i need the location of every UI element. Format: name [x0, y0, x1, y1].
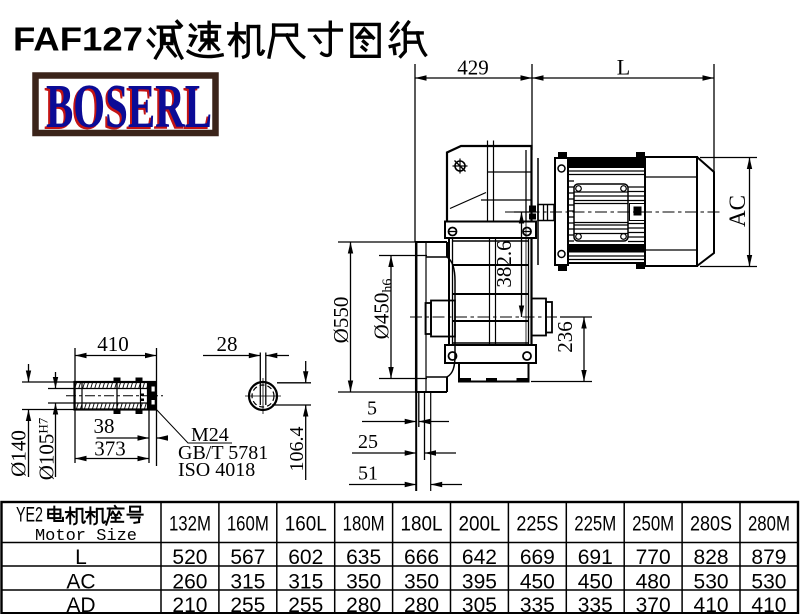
svg-text:350: 350: [404, 571, 439, 594]
svg-text:879: 879: [751, 546, 786, 569]
svg-text:520: 520: [172, 546, 207, 569]
svg-text:106.4: 106.4: [286, 427, 308, 472]
svg-text:BOSERL: BOSERL: [46, 73, 212, 141]
svg-text:410: 410: [751, 594, 786, 614]
svg-text:305: 305: [462, 594, 497, 614]
svg-text:51: 51: [358, 463, 378, 485]
svg-text:YE2: YE2: [16, 504, 43, 527]
svg-text:395: 395: [462, 571, 497, 594]
svg-text:M24: M24: [191, 424, 229, 446]
svg-text:160M: 160M: [227, 513, 269, 536]
svg-text:280: 280: [404, 594, 439, 614]
svg-text:5: 5: [367, 398, 377, 420]
svg-text:Ø140: Ø140: [7, 430, 31, 477]
svg-text:210: 210: [172, 594, 207, 614]
svg-text:280M: 280M: [748, 513, 790, 536]
svg-text:315: 315: [288, 571, 323, 594]
svg-text:828: 828: [694, 546, 729, 569]
svg-text:315: 315: [230, 571, 265, 594]
svg-text:180L: 180L: [401, 513, 443, 536]
svg-text:480: 480: [636, 571, 671, 594]
svg-text:770: 770: [636, 546, 671, 569]
svg-text:530: 530: [694, 571, 729, 594]
svg-text:236: 236: [553, 321, 577, 353]
svg-text:AD: AD: [66, 594, 95, 614]
svg-text:335: 335: [578, 594, 613, 614]
svg-text:370: 370: [636, 594, 671, 614]
svg-text:AC: AC: [725, 195, 750, 227]
svg-text:691: 691: [578, 546, 613, 569]
svg-text:382.6: 382.6: [492, 240, 516, 287]
svg-text:450: 450: [520, 571, 555, 594]
svg-text:25: 25: [358, 431, 378, 453]
svg-text:373: 373: [94, 437, 126, 461]
svg-text:L: L: [617, 55, 630, 80]
svg-text:200L: 200L: [458, 513, 500, 536]
svg-text:225S: 225S: [516, 513, 558, 536]
svg-text:GB/T 5781: GB/T 5781: [178, 442, 268, 464]
svg-text:AC: AC: [66, 571, 95, 594]
svg-text:132M: 132M: [169, 513, 211, 536]
svg-text:429: 429: [457, 56, 489, 80]
svg-text:38: 38: [94, 414, 115, 438]
svg-text:450: 450: [578, 571, 613, 594]
svg-text:Motor Size: Motor Size: [35, 527, 137, 546]
svg-text:160L: 160L: [285, 513, 327, 536]
svg-text:280: 280: [346, 594, 381, 614]
svg-text:635: 635: [346, 546, 381, 569]
svg-text:FAF127: FAF127: [13, 21, 143, 58]
svg-text:410: 410: [97, 332, 129, 356]
svg-text:642: 642: [462, 546, 497, 569]
svg-text:410: 410: [694, 594, 729, 614]
svg-text:225M: 225M: [574, 513, 616, 536]
svg-text:669: 669: [520, 546, 555, 569]
svg-text:ISO 4018: ISO 4018: [178, 459, 255, 481]
svg-text:260: 260: [172, 571, 207, 594]
svg-text:L: L: [75, 546, 87, 569]
svg-text:250M: 250M: [632, 513, 674, 536]
svg-text:255: 255: [288, 594, 323, 614]
svg-text:567: 567: [230, 546, 265, 569]
svg-text:28: 28: [217, 332, 238, 356]
svg-text:255: 255: [230, 594, 265, 614]
svg-text:350: 350: [346, 571, 381, 594]
svg-text:BOSERL: BOSERL: [44, 75, 210, 143]
svg-text:Ø550: Ø550: [329, 297, 353, 344]
svg-text:180M: 180M: [343, 513, 385, 536]
svg-text:666: 666: [404, 546, 439, 569]
svg-text:280S: 280S: [690, 513, 732, 536]
svg-text:602: 602: [288, 546, 323, 569]
svg-text:530: 530: [751, 571, 786, 594]
svg-text:335: 335: [520, 594, 555, 614]
